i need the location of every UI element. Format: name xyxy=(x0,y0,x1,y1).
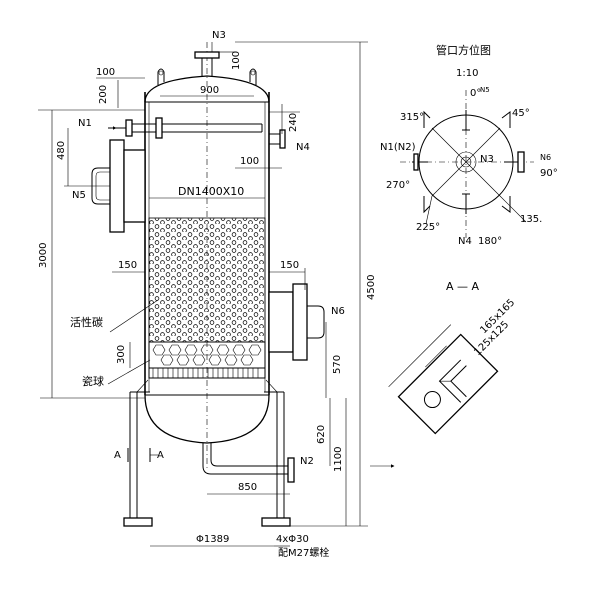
dim-100-n4: 100 xyxy=(240,156,259,167)
nozzle-n5 xyxy=(91,139,146,233)
dim-240: 240 xyxy=(288,113,299,132)
lifting-lugs xyxy=(157,68,257,85)
dim-150-left: 150 xyxy=(118,260,137,271)
label-n2: N2 xyxy=(300,456,314,467)
dim-570: 570 xyxy=(332,355,343,374)
dim-3000: 3000 xyxy=(38,243,49,268)
orient-n1n2: N1(N2) xyxy=(380,142,416,153)
section-mark-left: A xyxy=(114,450,121,461)
dim-480: 480 xyxy=(56,141,67,160)
dim-900: 900 xyxy=(200,85,219,96)
orient-135: 135. xyxy=(520,214,542,225)
orient-n3: N3 xyxy=(480,154,494,165)
label-n1: N1 xyxy=(78,118,92,129)
orient-0: 0° xyxy=(470,88,481,99)
dim-620: 620 xyxy=(316,425,327,444)
orient-180: 180° xyxy=(478,236,502,247)
label-n4: N4 xyxy=(296,142,310,153)
dim-850: 850 xyxy=(238,482,257,493)
dimension-lines xyxy=(38,41,395,547)
nozzle-n6 xyxy=(268,283,325,361)
activated-carbon-bed xyxy=(148,217,266,343)
label-n3: N3 xyxy=(212,30,226,41)
dim-1389: Φ1389 xyxy=(196,534,229,545)
nozzle-n3 xyxy=(194,42,235,76)
dim-bolt-note: 配M27螺栓 xyxy=(278,546,329,559)
label-n5: N5 xyxy=(72,190,86,201)
section-mark-right: A xyxy=(157,450,164,461)
orient-n4: N4 xyxy=(458,236,472,247)
orient-270: 270° xyxy=(386,180,410,191)
dim-1100: 1100 xyxy=(333,447,344,472)
orient-n5: N5 xyxy=(480,86,490,94)
orientation-diagram xyxy=(400,90,534,238)
orient-315: 315° xyxy=(400,112,424,123)
dim-200: 200 xyxy=(98,85,109,104)
section-title: A — A xyxy=(446,280,480,293)
label-n6: N6 xyxy=(331,306,345,317)
dim-dn1400: DN1400X10 xyxy=(178,185,244,198)
dim-100-top: 100 xyxy=(96,67,115,78)
nozzle-n4 xyxy=(269,129,286,149)
nozzle-n1 xyxy=(108,117,263,139)
support-legs xyxy=(123,379,291,527)
section-aa-view xyxy=(388,324,499,435)
orientation-title: 管口方位图 xyxy=(436,43,491,57)
orient-90: 90° xyxy=(540,168,558,179)
orientation-scale: 1:10 xyxy=(456,68,478,79)
dim-100-n3: 100 xyxy=(231,51,242,70)
section-cut-marks xyxy=(127,448,158,462)
label-activated-carbon: 活性碳 xyxy=(70,315,103,329)
dim-300: 300 xyxy=(116,345,127,364)
orient-45: 45° xyxy=(512,108,530,119)
label-ceramic-balls: 瓷球 xyxy=(82,374,104,388)
nozzle-n2 xyxy=(202,443,295,483)
dim-bolts: 4xΦ30 xyxy=(276,534,309,545)
orient-n6: N6 xyxy=(540,153,551,162)
dim-150-right: 150 xyxy=(280,260,299,271)
orient-225: 225° xyxy=(416,222,440,233)
ceramic-ball-layer xyxy=(148,341,266,379)
dim-4500: 4500 xyxy=(366,275,377,300)
